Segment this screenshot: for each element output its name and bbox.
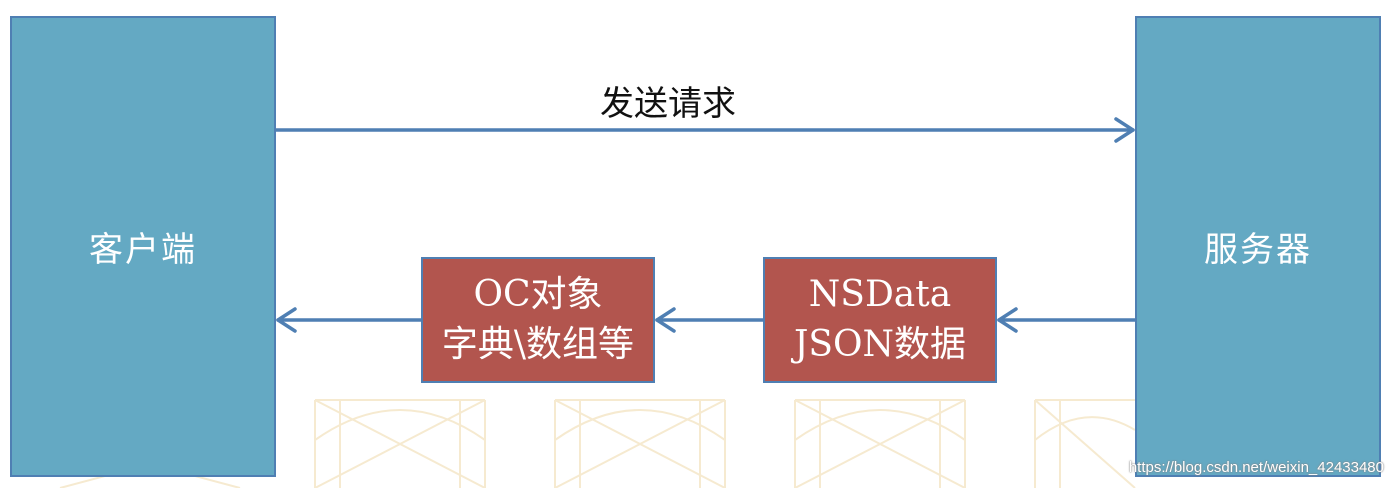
nsdata-label-line2: JSON数据 bbox=[793, 324, 967, 365]
client-label: 客户端 bbox=[89, 230, 197, 270]
request-arrow bbox=[274, 117, 1135, 143]
client-box: 客户端 bbox=[10, 16, 276, 477]
server-to-nsdata-arrow bbox=[997, 307, 1137, 333]
server-label: 服务器 bbox=[1204, 230, 1312, 270]
nsdata-label-line1: NSData bbox=[808, 274, 952, 315]
oc-label-line2: 字典\数组等 bbox=[441, 324, 635, 365]
request-edge-label: 发送请求 bbox=[600, 84, 736, 124]
nsdata-to-oc-arrow bbox=[655, 307, 765, 333]
oc-to-client-arrow bbox=[276, 307, 423, 333]
nsdata-box: NSData JSON数据 bbox=[763, 257, 997, 383]
watermark: https://blog.csdn.net/weixin_42433480 bbox=[1128, 459, 1384, 476]
oc-object-box: OC对象 字典\数组等 bbox=[421, 257, 655, 383]
oc-label-line1: OC对象 bbox=[473, 274, 603, 315]
server-box: 服务器 bbox=[1135, 16, 1381, 477]
